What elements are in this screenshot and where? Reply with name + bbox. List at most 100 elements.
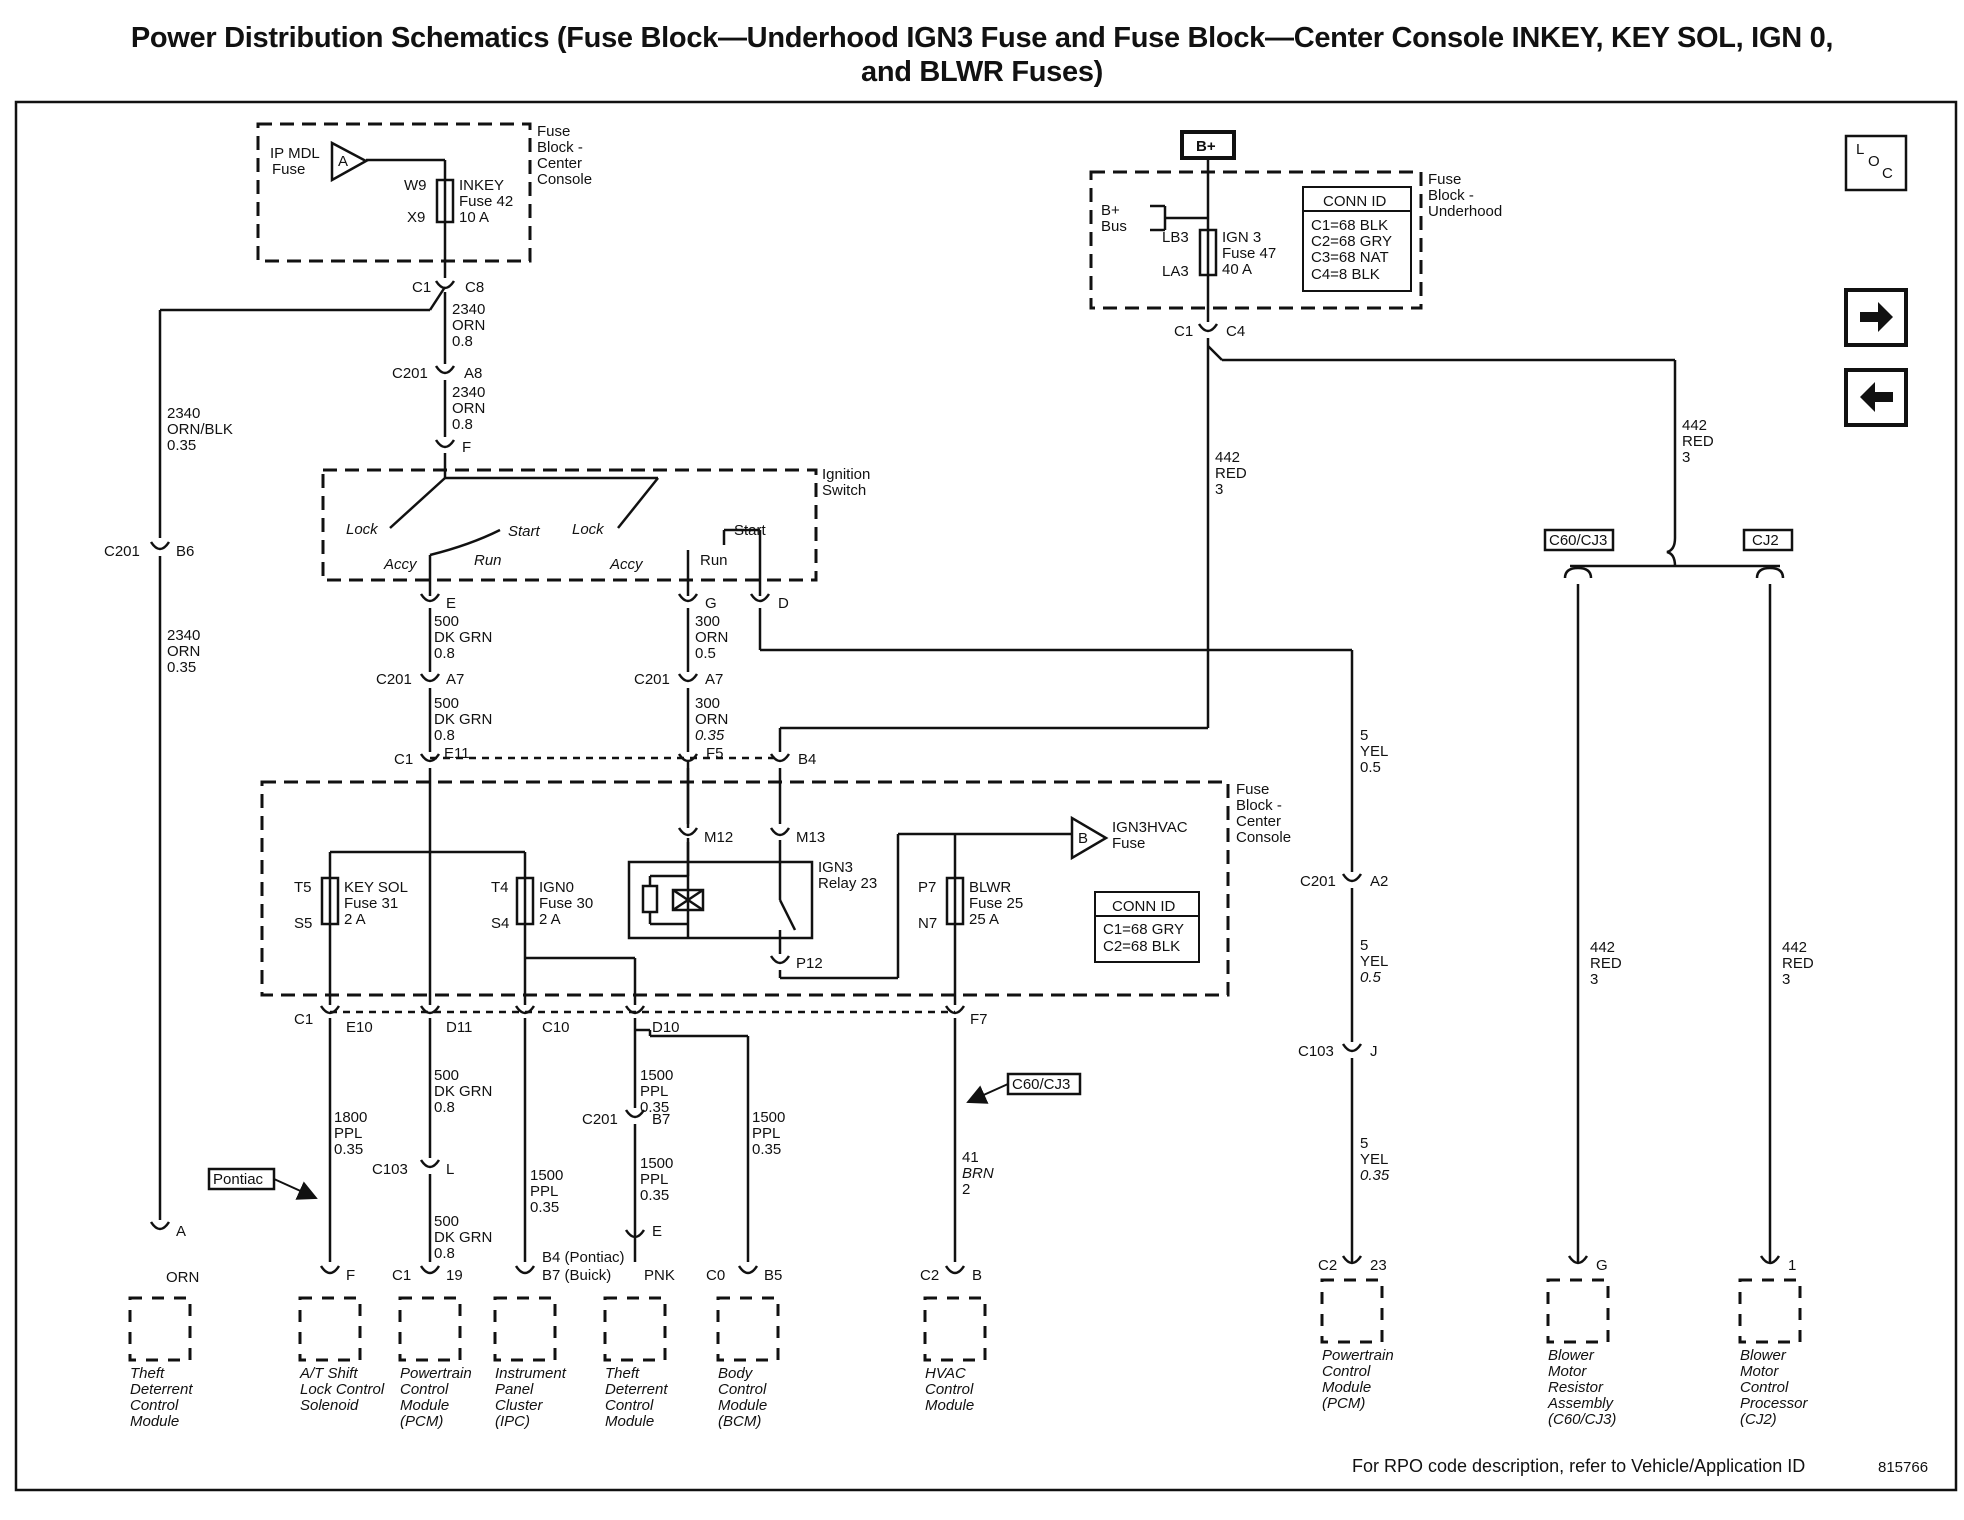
- conn-label: C201: [634, 671, 670, 688]
- fb-top-label-4: Console: [537, 171, 592, 188]
- instrument-panel-cluster-label: (IPC): [495, 1413, 530, 1430]
- fb-top-label-3: Center: [537, 155, 582, 172]
- theft-deterrent-module-1-label: Deterrent: [130, 1381, 193, 1398]
- connector-symbol: [677, 673, 699, 683]
- wire-label: 0.8: [452, 416, 473, 433]
- underhood-conn-2: C2=68 GRY: [1311, 233, 1392, 250]
- center-conn-2: C2=68 BLK: [1103, 938, 1180, 955]
- relay-p12: P12: [796, 955, 823, 972]
- conn-label: G: [705, 595, 717, 612]
- connector-symbol: [749, 593, 771, 603]
- wire-label: 1800: [334, 1109, 367, 1126]
- wire-label: PNK: [644, 1267, 675, 1284]
- wire-label: 3: [1682, 449, 1690, 466]
- wire-label: 0.35: [167, 659, 196, 676]
- fuse-block-center-console-bottom-box: [260, 780, 1230, 997]
- wire-label: 5: [1360, 937, 1368, 954]
- connector-symbol: [624, 1109, 646, 1119]
- conn-label: G: [1596, 1257, 1608, 1274]
- wire-label: 5: [1360, 1135, 1368, 1152]
- previous-page-button[interactable]: [1844, 368, 1908, 427]
- wire-label: 0.35: [530, 1199, 559, 1216]
- ign3hvac-flag-label: B: [1078, 830, 1088, 847]
- page-title-line-1: Power Distribution Schematics (Fuse Bloc…: [130, 22, 1834, 54]
- instrument-panel-cluster-box: [493, 1296, 557, 1362]
- pcm-module-2-label: Powertrain: [1322, 1347, 1394, 1364]
- bplus-label: B+: [1196, 138, 1216, 155]
- theft-deterrent-module-2-box: [603, 1296, 667, 1362]
- cj2-tag: CJ2: [1752, 532, 1779, 549]
- body-control-module-label: Body: [718, 1365, 754, 1382]
- conn-label: C1: [1174, 323, 1193, 340]
- ignition-label-2: Switch: [822, 482, 866, 499]
- wire-label: 0.8: [434, 1099, 455, 1116]
- connector-symbol: [419, 673, 441, 683]
- conn-label: C8: [465, 279, 484, 296]
- wire-label: 3: [1215, 481, 1223, 498]
- wire-label: 41: [962, 1149, 979, 1166]
- ign3-fuse-label-1: IGN 3: [1222, 229, 1261, 246]
- conn-label: B5: [764, 1267, 782, 1284]
- wire-label: PPL: [640, 1171, 668, 1188]
- conn-label: C1: [412, 279, 431, 296]
- blwr-pin-s: N7: [918, 915, 937, 932]
- at-shift-lock-solenoid-label: Solenoid: [300, 1397, 359, 1414]
- blwr-label-1: BLWR: [969, 879, 1011, 896]
- wire-label: 442: [1590, 939, 1615, 956]
- fb-bottom-label-2: Block -: [1236, 797, 1282, 814]
- blower-motor-control-processor-label: Motor: [1740, 1363, 1779, 1380]
- keysol-label-3: 2 A: [344, 911, 366, 928]
- cj2-tag-box: [1742, 528, 1794, 552]
- wire-label: 0.8: [452, 333, 473, 350]
- hvac-control-module-label: Control: [925, 1381, 974, 1398]
- connector-symbol: [769, 955, 791, 965]
- conn-label: C201: [1300, 873, 1336, 890]
- connector-symbol: [149, 1221, 171, 1231]
- at-shift-lock-solenoid-label: Lock Control: [300, 1381, 385, 1398]
- ignition-start-1: Start: [508, 523, 541, 540]
- underhood-conn-id-box: [1302, 186, 1412, 292]
- wire-label: 0.5: [1360, 759, 1381, 776]
- ignition-lock-2: Lock: [572, 521, 605, 538]
- blower-motor-control-processor-label: Processor: [1740, 1395, 1809, 1412]
- wire-label: YEL: [1360, 953, 1388, 970]
- inkey-pin-top: W9: [404, 177, 427, 194]
- conn-label: A7: [705, 671, 723, 688]
- wire-label: PPL: [752, 1125, 780, 1142]
- loc-icon[interactable]: L O C: [1844, 134, 1908, 192]
- fb-underhood-label-2: Block -: [1428, 187, 1474, 204]
- wire-label: 0.5: [1360, 969, 1382, 986]
- conn-label: B: [972, 1267, 982, 1284]
- fb-top-label-1: Fuse: [537, 123, 570, 140]
- conn-label: F7: [970, 1011, 988, 1028]
- conn-label: C2: [920, 1267, 939, 1284]
- wire-label: 0.8: [434, 1245, 455, 1262]
- wire-label: RED: [1782, 955, 1814, 972]
- wire-label: 0.35: [695, 727, 725, 744]
- ign0-label-2: Fuse 30: [539, 895, 593, 912]
- ign3-relay-symbol: [627, 860, 814, 940]
- body-control-module-label: Module: [718, 1397, 767, 1414]
- next-page-button[interactable]: [1844, 288, 1908, 347]
- wire-label: 3: [1782, 971, 1790, 988]
- center-conn-1: C1=68 GRY: [1103, 921, 1184, 938]
- blower-motor-resistor-assembly-label: Blower: [1548, 1347, 1595, 1364]
- pontiac-tag: Pontiac: [213, 1171, 264, 1188]
- underhood-conn-3: C3=68 NAT: [1311, 249, 1389, 266]
- wire-label: PPL: [640, 1083, 668, 1100]
- hvac-control-module-label: HVAC: [925, 1365, 966, 1382]
- pcm-module-2-box: [1320, 1278, 1384, 1344]
- ignition-run-1: Run: [474, 552, 502, 569]
- blower-motor-control-processor-box: [1738, 1278, 1802, 1344]
- ign3hvac-label-1: IGN3HVAC: [1112, 819, 1188, 836]
- connector-symbol: [944, 1265, 966, 1275]
- arrow-right-icon: [1860, 302, 1893, 332]
- bplus-bus-label-2: Bus: [1101, 218, 1127, 235]
- theft-deterrent-module-2-label: Theft: [605, 1365, 640, 1382]
- connector-symbol: [419, 593, 441, 603]
- conn-label: 1: [1788, 1257, 1796, 1274]
- ignition-lock-1: Lock: [346, 521, 379, 538]
- wire-label: 300: [695, 695, 720, 712]
- pcm-module-1-label: Module: [400, 1397, 449, 1414]
